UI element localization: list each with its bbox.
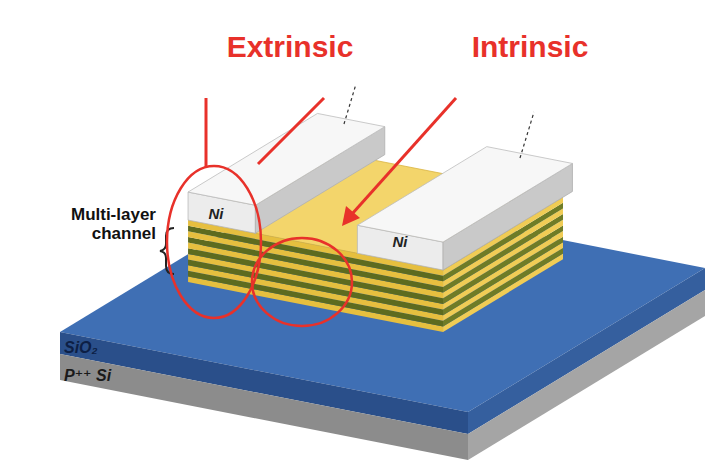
material-label: Ni [209,206,224,223]
electrode-top [188,113,385,205]
leader-line [258,98,324,164]
layer-label: P⁺⁺ Si [64,367,111,385]
leader-arrow [352,98,456,214]
silicon-side [468,290,705,460]
part-label: Multi-layer channel [36,206,156,243]
silicon-side [60,354,468,460]
callout-title: Intrinsic [472,30,589,63]
intrinsic-circle [252,238,352,326]
probe-line [344,84,356,124]
arrowhead [342,206,360,226]
layer-label: SiO₂ [64,339,98,357]
extrinsic-ellipse [167,166,261,318]
electrode-top [357,147,572,242]
callout-title: Extrinsic [227,30,354,63]
probe-line [520,112,534,158]
leader-line [205,98,208,167]
material-label: Ni [393,234,408,251]
